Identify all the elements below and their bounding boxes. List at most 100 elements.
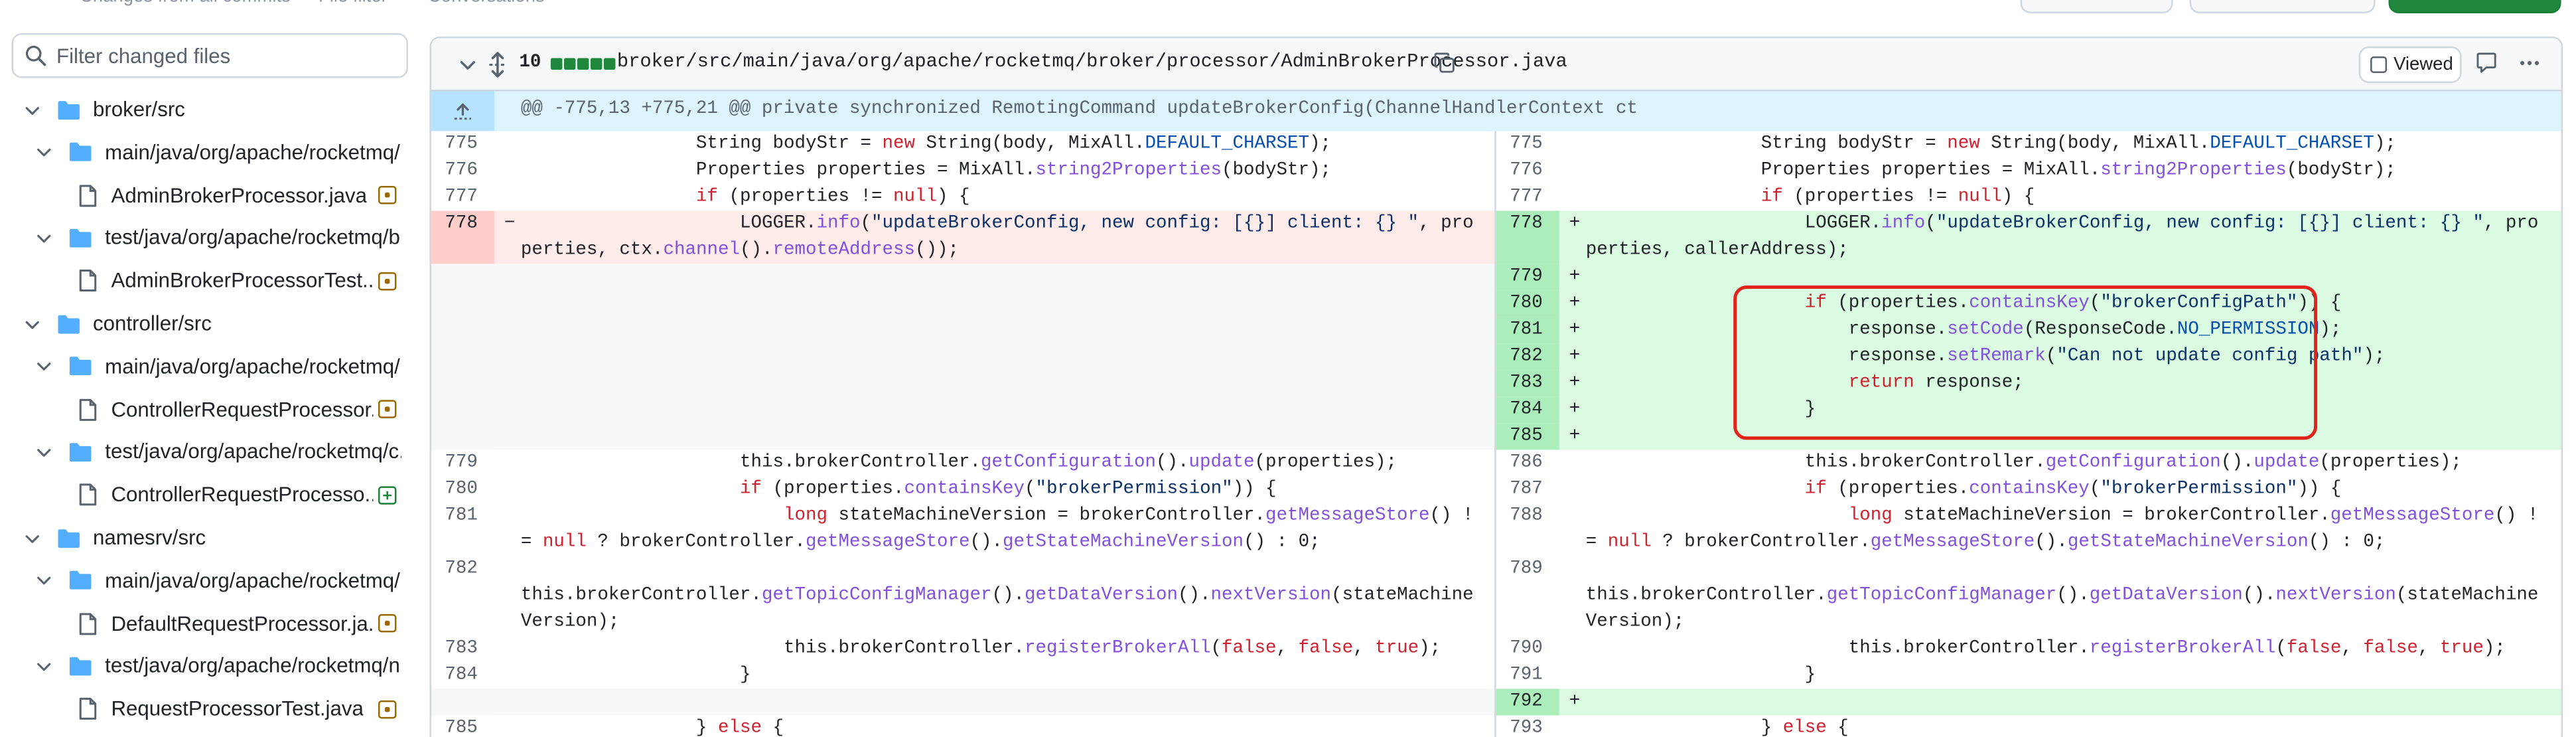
line-number[interactable]: 783 bbox=[445, 639, 478, 659]
line-number[interactable]: 775 bbox=[445, 134, 478, 155]
file-header: 10 broker/src/main/java/org/apache/rocke… bbox=[431, 38, 2561, 92]
tree-folder[interactable]: test/java/org/apache/rocketmq/c... bbox=[33, 432, 401, 472]
chevron-down-icon[interactable] bbox=[35, 229, 53, 247]
line-number[interactable]: 777 bbox=[445, 187, 478, 208]
review-changes-button[interactable] bbox=[2388, 0, 2561, 13]
line-number[interactable]: 779 bbox=[445, 453, 478, 473]
tree-file[interactable]: DefaultRequestProcessor.ja... bbox=[78, 604, 373, 643]
diff-row: ​781+ response.setCode(ResponseCode.NO_P… bbox=[431, 317, 2561, 344]
tree-folder[interactable]: main/java/org/apache/rocketmq/... bbox=[33, 347, 401, 386]
line-marker bbox=[1559, 715, 1586, 736]
tree-folder[interactable]: main/java/org/apache/rocketmq/... bbox=[33, 132, 401, 172]
tree-file-label: ControllerRequestProcessor... bbox=[111, 397, 374, 421]
tree-file[interactable]: AdminBrokerProcessorTest.... bbox=[78, 261, 373, 301]
line-number[interactable]: 792 bbox=[1496, 689, 1559, 716]
chevron-down-icon[interactable] bbox=[35, 443, 53, 461]
filter-input[interactable] bbox=[56, 39, 397, 72]
line-number[interactable]: 777 bbox=[1510, 187, 1543, 208]
line-number[interactable]: 785 bbox=[445, 718, 478, 737]
line-number[interactable]: 779 bbox=[1496, 264, 1559, 291]
filter-changed-files[interactable] bbox=[11, 33, 408, 78]
right-diff-cell: 793 } else { bbox=[1496, 715, 2561, 736]
line-number[interactable]: 785 bbox=[1496, 423, 1559, 450]
tree-folder-label: test/java/org/apache/rocketmq/c... bbox=[105, 440, 401, 464]
right-diff-cell: 776 Properties properties = MixAll.strin… bbox=[1496, 157, 2561, 184]
file-path[interactable]: broker/src/main/java/org/apache/rocketmq… bbox=[616, 51, 1567, 73]
chevron-down-icon[interactable] bbox=[35, 657, 53, 675]
line-number[interactable]: 793 bbox=[1510, 718, 1543, 737]
line-marker bbox=[494, 396, 521, 423]
expand-up-icon[interactable] bbox=[451, 101, 474, 121]
diff-row: ​792+​ bbox=[431, 689, 2561, 716]
tree-file[interactable]: AdminBrokerProcessor.java bbox=[78, 175, 373, 215]
folder-icon bbox=[70, 657, 92, 676]
chevron-down-icon[interactable] bbox=[23, 315, 40, 333]
chevron-down-icon[interactable] bbox=[35, 143, 53, 161]
code-line: ​ bbox=[521, 264, 1494, 290]
line-number[interactable]: 781 bbox=[445, 506, 478, 527]
line-number[interactable]: 780 bbox=[445, 479, 478, 500]
expand-up-button[interactable] bbox=[431, 91, 494, 131]
comment-icon[interactable] bbox=[2475, 51, 2498, 74]
expand-all-icon[interactable] bbox=[486, 51, 509, 78]
right-diff-cell: 782+ response.setRemark("Can not update … bbox=[1496, 343, 2561, 370]
line-number[interactable]: 778 bbox=[431, 210, 494, 264]
tree-folder[interactable]: broker/src bbox=[20, 90, 393, 129]
commits-dropdown[interactable]: Changes from all commits bbox=[80, 0, 291, 7]
line-number[interactable]: 791 bbox=[1510, 665, 1543, 686]
line-number[interactable]: 780 bbox=[1496, 290, 1559, 317]
toolbar-button-secondary[interactable] bbox=[2189, 0, 2376, 13]
line-marker bbox=[494, 423, 521, 450]
tree-file[interactable]: ControllerRequestProcesso... bbox=[78, 475, 373, 515]
line-number[interactable]: 783 bbox=[1496, 370, 1559, 397]
line-number bbox=[431, 689, 494, 716]
line-number[interactable]: 776 bbox=[1510, 161, 1543, 181]
file-filter-dropdown[interactable]: File filter bbox=[319, 0, 388, 7]
line-number[interactable]: 782 bbox=[1496, 343, 1559, 370]
line-number[interactable]: 787 bbox=[1510, 479, 1543, 500]
tree-folder[interactable]: test/java/org/apache/rocketmq/b... bbox=[33, 218, 401, 258]
tree-file-label: ControllerRequestProcesso... bbox=[111, 483, 374, 507]
right-diff-cell: 778+ LOGGER.info("updateBrokerConfig, ne… bbox=[1496, 210, 2561, 264]
line-marker bbox=[1559, 131, 1586, 157]
line-number[interactable]: 776 bbox=[445, 161, 478, 181]
line-marker bbox=[494, 264, 521, 290]
tree-folder[interactable]: namesrv/src bbox=[20, 518, 393, 558]
chevron-down-icon[interactable] bbox=[35, 572, 53, 590]
diff-row: 777 if (properties != null) {777 if (pro… bbox=[431, 184, 2561, 211]
tree-file[interactable]: RequestProcessorTest.java bbox=[78, 689, 373, 729]
code-line: ​ bbox=[521, 317, 1494, 343]
kebab-menu-icon[interactable] bbox=[2518, 51, 2541, 74]
copy-icon[interactable] bbox=[1433, 51, 1457, 74]
chevron-down-icon[interactable] bbox=[23, 100, 40, 118]
addition-marker: + bbox=[1569, 320, 1581, 341]
line-number[interactable]: 784 bbox=[445, 665, 478, 686]
diff-rows: 775 String bodyStr = new String(body, Mi… bbox=[431, 131, 2561, 737]
tree-folder[interactable]: test/java/org/apache/rocketmq/n... bbox=[33, 646, 401, 686]
tree-folder[interactable]: controller/src bbox=[20, 303, 393, 343]
line-number[interactable]: 786 bbox=[1510, 453, 1543, 473]
diff-row: 779 this.brokerController.getConfigurati… bbox=[431, 450, 2561, 477]
tree-folder[interactable]: main/java/org/apache/rocketmq/... bbox=[33, 560, 401, 600]
tree-file[interactable]: ControllerRequestProcessor... bbox=[78, 389, 373, 429]
chevron-down-icon[interactable] bbox=[23, 529, 40, 546]
code-line: this.brokerController.getTopicConfigMana… bbox=[520, 586, 1474, 633]
line-number[interactable]: 778 bbox=[1496, 210, 1559, 264]
left-diff-cell: ​ bbox=[431, 290, 1496, 317]
line-number[interactable]: 790 bbox=[1510, 639, 1543, 659]
code-line: } else { bbox=[520, 718, 784, 737]
right-diff-cell: 788 long stateMachineVersion = brokerCon… bbox=[1496, 503, 2561, 556]
line-number[interactable]: 782 bbox=[445, 559, 478, 580]
line-number[interactable]: 789 bbox=[1510, 559, 1543, 580]
line-number[interactable]: 788 bbox=[1510, 506, 1543, 527]
line-number[interactable]: 784 bbox=[1496, 396, 1559, 424]
chevron-down-icon[interactable] bbox=[35, 357, 53, 375]
checkbox-icon[interactable] bbox=[2370, 56, 2388, 73]
chevron-down-icon[interactable] bbox=[458, 54, 478, 74]
viewed-checkbox[interactable]: Viewed bbox=[2358, 46, 2462, 83]
toolbar-button[interactable] bbox=[2020, 0, 2173, 13]
conversations-dropdown[interactable]: Conversations bbox=[428, 0, 545, 7]
right-diff-cell: 791 } bbox=[1496, 662, 2561, 689]
line-number[interactable]: 781 bbox=[1496, 317, 1559, 344]
line-number[interactable]: 775 bbox=[1510, 134, 1543, 155]
